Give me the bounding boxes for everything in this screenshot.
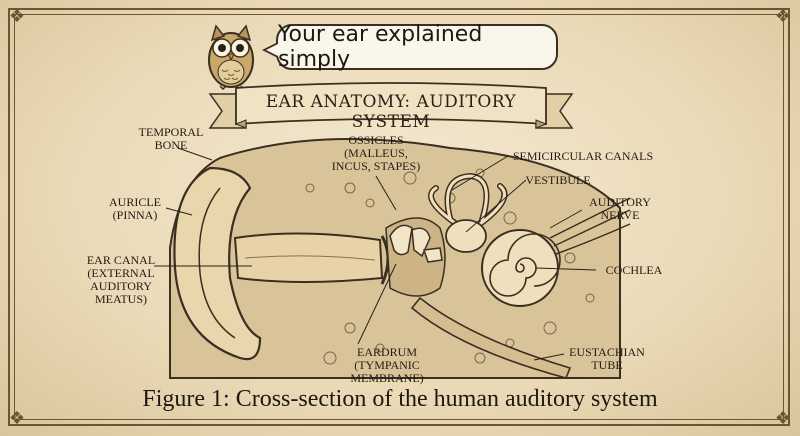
figure-caption: Figure 1: Cross-section of the human aud… xyxy=(142,386,658,412)
label-line: INCUS, STAPES) xyxy=(331,159,421,173)
label-vestibule: VESTIBULE xyxy=(518,174,598,187)
outer-frame xyxy=(8,8,790,426)
label-line: (TYMPANIC MEMBRANE) xyxy=(350,358,424,385)
label-ear-canal: EAR CANAL (EXTERNAL AUDITORY MEATUS) xyxy=(86,254,156,306)
label-line: EUSTACHIAN xyxy=(569,345,645,359)
label-auricle: AURICLE (PINNA) xyxy=(100,196,170,222)
label-line: (PINNA) xyxy=(112,208,158,222)
label-line: BONE xyxy=(154,138,188,152)
label-line: NERVE xyxy=(600,208,640,222)
label-semicircular-canals: SEMICIRCULAR CANALS xyxy=(508,150,658,163)
ear-cross-section-illustration xyxy=(169,138,631,379)
label-line: OSSICLES xyxy=(348,133,404,147)
label-temporal-bone: TEMPORAL BONE xyxy=(126,126,216,152)
label-auditory-nerve: AUDITORY NERVE xyxy=(580,196,660,222)
banner-title: EAR ANATOMY: AUDITORY SYSTEM xyxy=(265,92,517,132)
inner-frame xyxy=(14,14,784,420)
label-eardrum: EARDRUM (TYMPANIC MEMBRANE) xyxy=(328,346,446,385)
label-line: AUDITORY xyxy=(90,279,152,293)
label-line: EAR CANAL xyxy=(86,253,156,267)
title-banner xyxy=(208,82,574,129)
label-line: COCHLEA xyxy=(605,263,663,277)
label-line: MEATUS) xyxy=(94,292,147,306)
bubble-tail-fill xyxy=(266,44,278,56)
label-line: VESTIBULE xyxy=(525,173,591,187)
label-line: AURICLE xyxy=(109,195,161,209)
label-cochlea: COCHLEA xyxy=(594,264,674,277)
corner-ornament-icon: ❖ xyxy=(8,6,26,27)
label-line: (EXTERNAL xyxy=(87,266,155,280)
corner-ornament-icon: ❖ xyxy=(774,408,792,429)
label-ossicles: OSSICLES (MALLEUS, INCUS, STAPES) xyxy=(326,134,426,173)
owl-icon xyxy=(208,24,254,90)
speech-bubble-text: Your ear explained simply xyxy=(278,22,483,72)
label-eustachian-tube: EUSTACHIAN TUBE xyxy=(564,346,650,372)
label-line: TUBE xyxy=(591,358,623,372)
label-line: AUDITORY xyxy=(589,195,651,209)
label-line: EARDRUM xyxy=(356,345,417,359)
corner-ornament-icon: ❖ xyxy=(8,408,26,429)
label-line: (MALLEUS, xyxy=(344,146,408,160)
corner-ornament-icon: ❖ xyxy=(774,6,792,27)
label-line: TEMPORAL xyxy=(138,125,204,139)
label-line: SEMICIRCULAR CANALS xyxy=(512,149,654,163)
speech-bubble: Your ear explained simply xyxy=(276,22,558,72)
